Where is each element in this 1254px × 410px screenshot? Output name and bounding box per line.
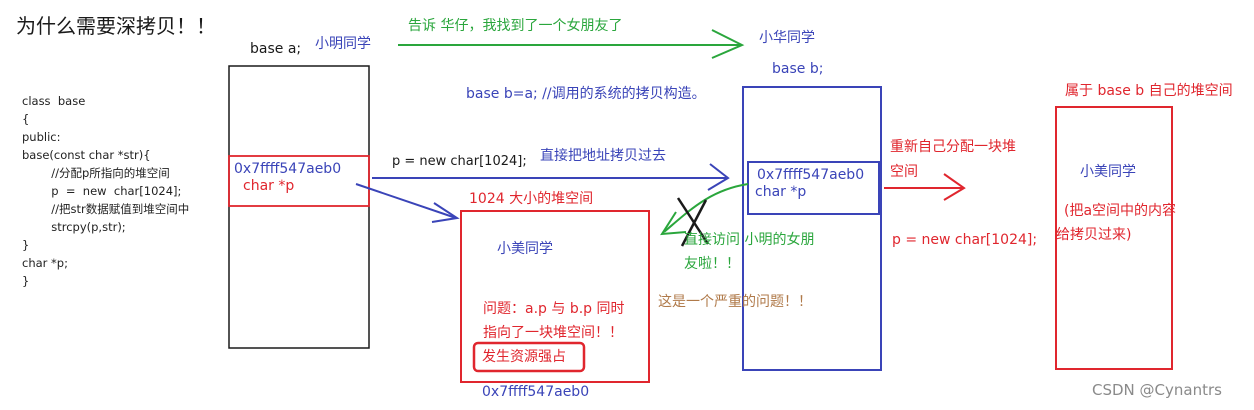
object-a-member: char *p xyxy=(243,178,295,194)
object-b-member: char *p xyxy=(755,184,807,200)
shallow-copy-label: 直接把地址拷贝过去 xyxy=(540,148,666,164)
page-title: 为什么需要深拷贝！！ xyxy=(16,14,216,38)
access-note-line-2: 友啦！！ xyxy=(684,256,740,272)
object-b-box xyxy=(742,86,882,371)
heap-address: 0x7ffff547aeb0 xyxy=(482,384,590,400)
cross-mark xyxy=(676,197,710,247)
code-line: char *p; xyxy=(22,256,68,270)
realloc-line-2: 空间 xyxy=(890,164,918,180)
object-a-pointer-box xyxy=(228,155,370,207)
code-line: p = new char[1024]; xyxy=(22,184,182,198)
object-b-pointer-box xyxy=(747,161,880,215)
code-line: } xyxy=(22,274,30,288)
green-message-arrow xyxy=(398,29,745,59)
message-top: 告诉 华仔，我找到了一个女朋友了 xyxy=(408,18,623,34)
highlight-box xyxy=(472,341,586,373)
code-block: class base { public: base(const char *str){… xyxy=(22,92,189,290)
code-line: public: xyxy=(22,130,61,144)
deep-copy-alloc-statement: p = new char[1024]; xyxy=(892,232,1038,248)
deep-heap-owner: 小美同学 xyxy=(1080,164,1136,180)
object-a-box xyxy=(228,65,370,349)
code-line: { xyxy=(22,112,30,126)
object-b-declaration: base b; xyxy=(772,61,824,77)
object-b-owner: 小华同学 xyxy=(759,30,815,46)
code-line: //分配p所指向的堆空间 xyxy=(22,166,170,180)
copy-content-line-2: 给拷贝过来) xyxy=(1056,227,1132,243)
shared-heap-box xyxy=(460,210,650,383)
copy-content-line-1: (把a空间中的内容 xyxy=(1064,203,1177,219)
code-line: } xyxy=(22,238,30,252)
watermark: CSDN @Cynantrs xyxy=(1092,381,1222,399)
access-arrow xyxy=(660,183,749,236)
object-a-owner: 小明同学 xyxy=(315,36,371,52)
code-line: strcpy(p,str); xyxy=(22,220,126,234)
code-line: base(const char *str){ xyxy=(22,148,151,162)
heap-owner: 小美同学 xyxy=(497,241,553,257)
problem-line-2: 指向了一块堆空间！！ xyxy=(483,325,623,341)
realloc-line-1: 重新自己分配一块堆 xyxy=(890,139,1016,155)
object-a-declaration: base a; xyxy=(250,41,302,57)
object-b-address: 0x7ffff547aeb0 xyxy=(757,167,865,183)
problem-line-1: 问题：a.p 与 b.p 同时 xyxy=(483,301,625,317)
object-a-address: 0x7ffff547aeb0 xyxy=(234,161,342,177)
deep-copy-heap-box xyxy=(1055,106,1173,370)
copy-constructor-note: base b=a; //调用的系统的拷贝构造。 xyxy=(466,86,706,102)
shallow-copy-arrow xyxy=(372,163,730,191)
code-line: class base xyxy=(22,94,86,108)
pointer-to-heap-arrow xyxy=(355,183,460,223)
heap-size-label: 1024 大小的堆空间 xyxy=(469,191,594,207)
deep-copy-arrow xyxy=(884,173,966,201)
code-line: //把str数据赋值到堆空间中 xyxy=(22,202,190,216)
highlight-text: 发生资源强占 xyxy=(482,349,566,365)
own-heap-label: 属于 base b 自己的堆空间 xyxy=(1065,83,1233,99)
alloc-statement: p = new char[1024]; xyxy=(392,154,527,169)
serious-problem-note: 这是一个严重的问题！！ xyxy=(658,294,812,310)
access-note-line-1: 直接访问 小明的女朋 xyxy=(684,232,815,248)
